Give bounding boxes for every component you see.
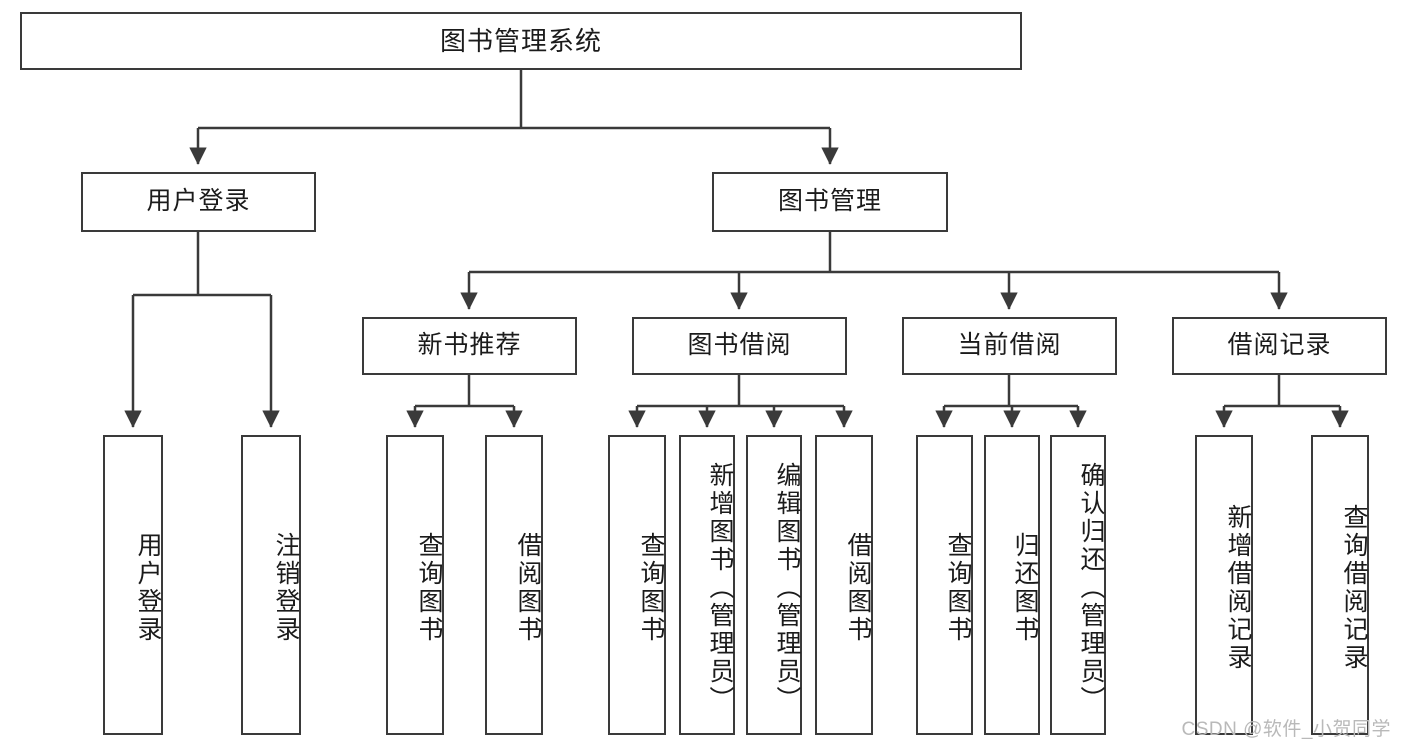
node-label: 注销登录 xyxy=(272,532,300,644)
node-label: 图书管理 xyxy=(777,187,882,216)
node-leaf-logout[interactable]: 注销登录 xyxy=(241,435,301,735)
node-label: 查询图书 xyxy=(944,532,972,644)
node-label: 编辑图书（管理员） xyxy=(773,462,801,714)
node-book-borrowing[interactable]: 图书借阅 xyxy=(632,317,847,375)
node-leaf-user-login[interactable]: 用户登录 xyxy=(103,435,163,735)
node-leaf-query-borrow-record[interactable]: 查询借阅记录 xyxy=(1311,435,1369,735)
node-root-book-management-system[interactable]: 图书管理系统 xyxy=(20,12,1022,70)
node-leaf-borrow-books[interactable]: 借阅图书 xyxy=(815,435,873,735)
node-label: 用户登录 xyxy=(146,187,251,216)
node-user-login[interactable]: 用户登录 xyxy=(81,172,316,232)
node-label: 新增借阅记录 xyxy=(1224,504,1252,672)
node-label: 借阅图书 xyxy=(514,532,542,644)
node-leaf-query-books-borrow[interactable]: 查询图书 xyxy=(608,435,666,735)
node-borrowing-records[interactable]: 借阅记录 xyxy=(1172,317,1387,375)
node-label: 查询图书 xyxy=(415,532,443,644)
node-current-borrowing[interactable]: 当前借阅 xyxy=(902,317,1117,375)
node-label: 查询图书 xyxy=(637,532,665,644)
node-label: 图书借阅 xyxy=(687,331,792,360)
node-leaf-borrow-books-new[interactable]: 借阅图书 xyxy=(485,435,543,735)
node-leaf-query-books-new[interactable]: 查询图书 xyxy=(386,435,444,735)
node-leaf-edit-book-admin[interactable]: 编辑图书（管理员） xyxy=(746,435,802,735)
node-label: 新书推荐 xyxy=(417,331,522,360)
node-leaf-add-borrow-record[interactable]: 新增借阅记录 xyxy=(1195,435,1253,735)
node-leaf-add-book-admin[interactable]: 新增图书（管理员） xyxy=(679,435,735,735)
node-label: 归还图书 xyxy=(1011,532,1039,644)
node-label: 当前借阅 xyxy=(957,331,1062,360)
node-book-management[interactable]: 图书管理 xyxy=(712,172,948,232)
node-leaf-query-books-current[interactable]: 查询图书 xyxy=(916,435,973,735)
node-leaf-confirm-return-admin[interactable]: 确认归还（管理员） xyxy=(1050,435,1106,735)
node-leaf-return-books[interactable]: 归还图书 xyxy=(984,435,1040,735)
node-label: 新增图书（管理员） xyxy=(706,462,734,714)
node-new-book-recommendation[interactable]: 新书推荐 xyxy=(362,317,577,375)
node-label: 借阅记录 xyxy=(1227,331,1332,360)
node-label: 用户登录 xyxy=(134,532,162,644)
node-label: 查询借阅记录 xyxy=(1340,504,1368,672)
node-label: 借阅图书 xyxy=(844,532,872,644)
node-label: 确认归还（管理员） xyxy=(1077,462,1105,714)
node-label: 图书管理系统 xyxy=(439,25,602,56)
